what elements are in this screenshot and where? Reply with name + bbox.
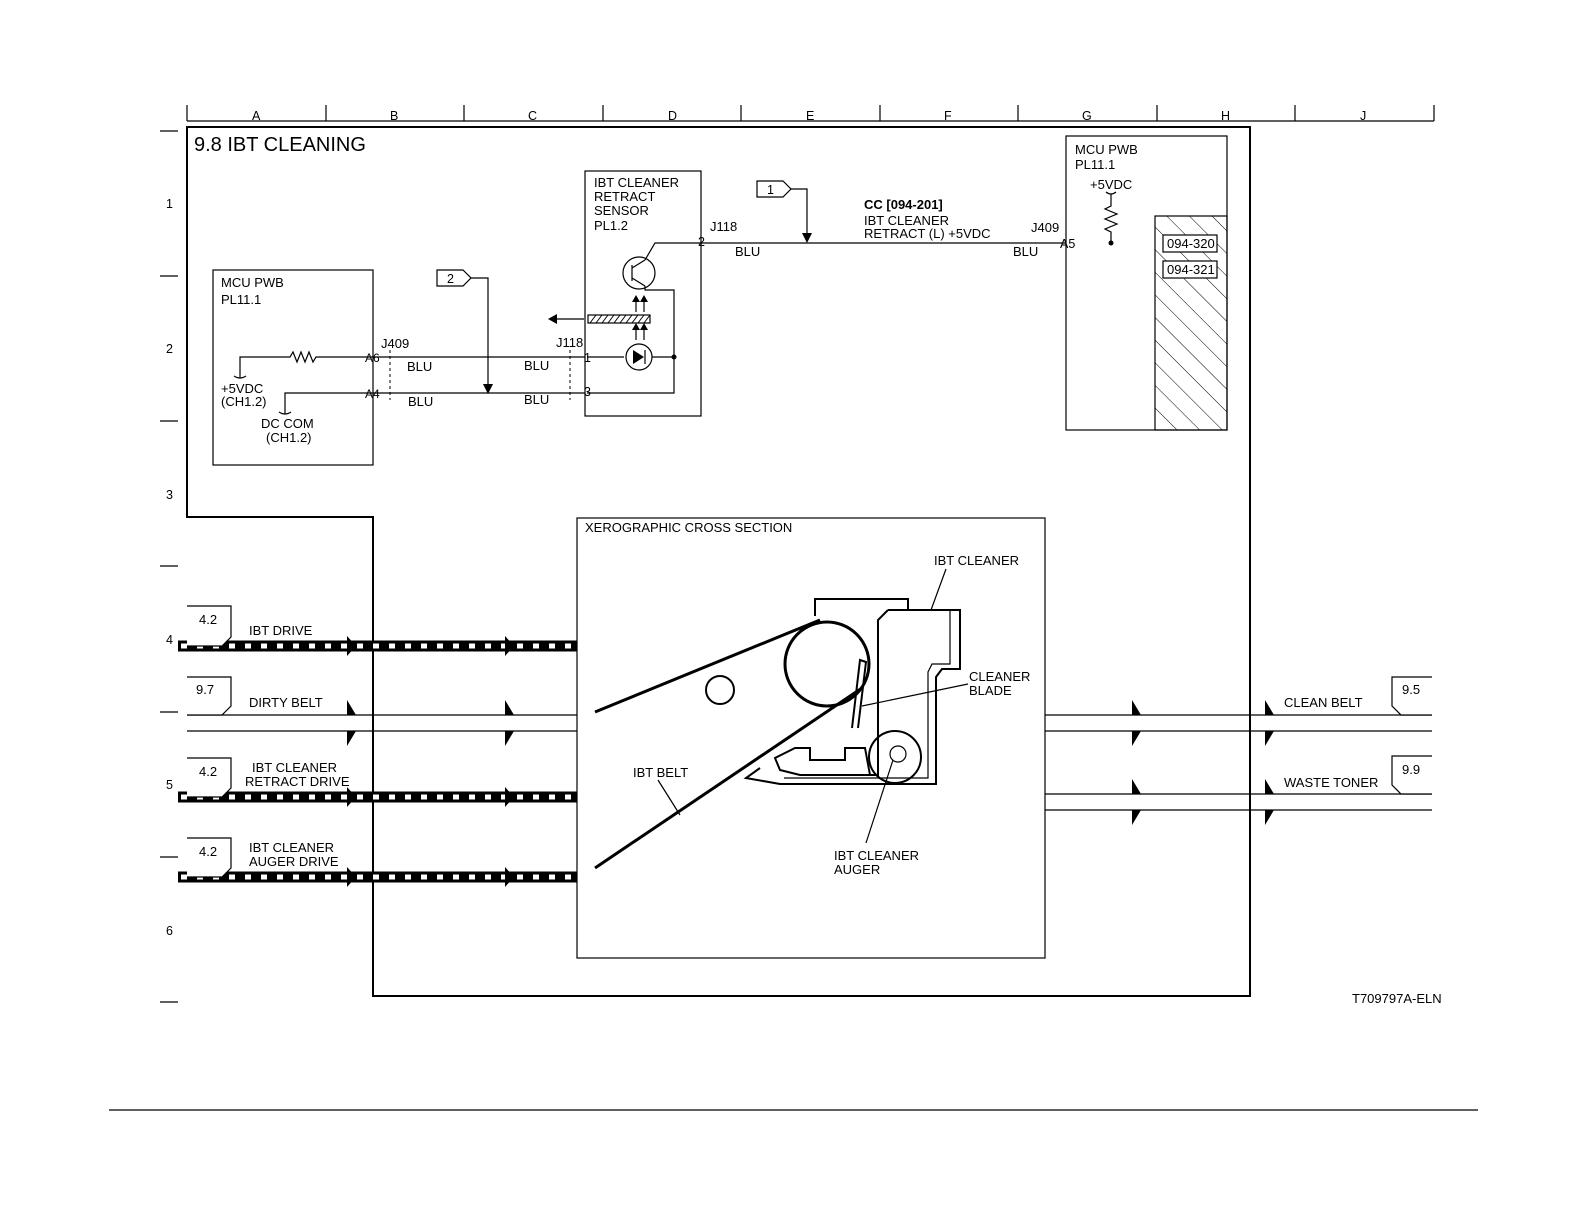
svg-text:RETRACT: RETRACT	[594, 189, 655, 204]
figure-id: T709797A-ELN	[1352, 991, 1442, 1006]
svg-text:(CH1.2): (CH1.2)	[221, 394, 267, 409]
svg-text:+5VDC: +5VDC	[221, 381, 263, 396]
svg-text:J409: J409	[1031, 220, 1059, 235]
grid-row-3: 3	[166, 488, 173, 502]
svg-text:J118: J118	[710, 219, 737, 234]
svg-text:XEROGRAPHIC CROSS SECTION: XEROGRAPHIC CROSS SECTION	[585, 520, 792, 535]
output-ref-waste-toner: 9.9	[1402, 762, 1420, 777]
grid-col-f: F	[944, 109, 952, 123]
svg-text:CLEANER: CLEANER	[969, 669, 1030, 684]
grid-col-j: J	[1360, 109, 1366, 123]
input-ref-auger: 4.2	[199, 844, 217, 859]
input-label-ibt-drive: IBT DRIVE	[249, 623, 313, 638]
page-title: 9.8 IBT CLEANING	[194, 134, 366, 156]
input-ref-retract: 4.2	[199, 764, 217, 779]
svg-text:2: 2	[698, 235, 705, 249]
main-frame	[186, 126, 1251, 997]
output-label-waste-toner: WASTE TONER	[1284, 775, 1378, 790]
wire-label-blu: BLU	[408, 394, 433, 409]
input-label-auger-2: AUGER DRIVE	[249, 854, 339, 869]
grid-rows: 1 2 3 4 5 6	[160, 130, 178, 1003]
input-label-retract-2: RETRACT DRIVE	[245, 774, 350, 789]
input-label-auger-1: IBT CLEANER	[249, 840, 334, 855]
cc-line1: IBT CLEANER	[864, 213, 949, 228]
svg-text:1: 1	[767, 183, 774, 197]
output-label-clean-belt: CLEAN BELT	[1284, 695, 1363, 710]
svg-text:IBT BELT: IBT BELT	[633, 765, 688, 780]
grid-columns: A B C D E F G H J	[186, 105, 1435, 123]
svg-text:MCU PWB: MCU PWB	[221, 275, 284, 290]
grid-row-5: 5	[166, 778, 173, 792]
input-ref-ibt-drive: 4.2	[199, 612, 217, 627]
retract-sensor: IBT CLEANER RETRACT SENSOR PL1.2 J118 J1…	[548, 170, 737, 417]
svg-text:A5: A5	[1060, 237, 1075, 251]
svg-text:1: 1	[584, 351, 591, 365]
input-label-retract-1: IBT CLEANER	[252, 760, 337, 775]
harness-left: BLU BLU BLU BLU	[373, 350, 587, 409]
svg-text:A4: A4	[365, 387, 380, 401]
wire-label-blu: BLU	[524, 392, 549, 407]
svg-text:PL1.2: PL1.2	[594, 218, 628, 233]
flag-1: 1	[756, 180, 812, 243]
grid-col-c: C	[528, 109, 537, 123]
grid-row-1: 1	[166, 197, 173, 211]
input-label-dirty-belt: DIRTY BELT	[249, 695, 323, 710]
wire-label-blu: BLU	[735, 244, 760, 259]
grid-row-6: 6	[166, 924, 173, 938]
svg-text:J409: J409	[381, 336, 409, 351]
grid-col-g: G	[1082, 109, 1092, 123]
dirty-belt-path	[187, 700, 577, 746]
svg-text:AUGER: AUGER	[834, 862, 880, 877]
svg-text:094-321: 094-321	[1167, 262, 1215, 277]
grid-col-e: E	[806, 109, 814, 123]
svg-text:IBT CLEANER: IBT CLEANER	[934, 553, 1019, 568]
flag-2: 2	[436, 269, 493, 394]
svg-text:IBT CLEANER: IBT CLEANER	[834, 848, 919, 863]
svg-text:SENSOR: SENSOR	[594, 203, 649, 218]
right-mcu-pwb: MCU PWB PL11.1 +5VDC J409 A5 094-320 094…	[1031, 135, 1228, 431]
xerographic-cross-section: XEROGRAPHIC CROSS SECTION IBT CLEANER CL…	[576, 517, 1046, 959]
wire-label-blu: BLU	[524, 358, 549, 373]
grid-col-a: A	[252, 109, 261, 123]
svg-text:3: 3	[584, 385, 591, 399]
grid-row-2: 2	[166, 342, 173, 356]
cc-code: CC [094-201]	[864, 197, 943, 212]
wire-label-blu: BLU	[407, 359, 432, 374]
svg-text:DC COM: DC COM	[261, 416, 314, 431]
svg-text:MCU PWB: MCU PWB	[1075, 142, 1138, 157]
wire-label-blu: BLU	[1013, 244, 1038, 259]
input-refs: 4.2 IBT DRIVE 9.7 DIRTY BELT 4.2 IBT CLE…	[187, 605, 350, 878]
svg-text:094-320: 094-320	[1167, 236, 1215, 251]
cc-line2: RETRACT (L) +5VDC	[864, 226, 991, 241]
svg-text:2: 2	[447, 272, 454, 286]
svg-text:(CH1.2): (CH1.2)	[266, 430, 312, 445]
drive-lines	[178, 636, 577, 887]
grid-row-4: 4	[166, 633, 173, 647]
svg-text:BLADE: BLADE	[969, 683, 1012, 698]
svg-text:J118: J118	[556, 335, 583, 350]
output-paths: 9.5 CLEAN BELT 9.9 WASTE TONER	[1045, 676, 1432, 825]
svg-text:IBT CLEANER: IBT CLEANER	[594, 175, 679, 190]
left-mcu-pwb: MCU PWB PL11.1 J409 A6 A4 +5VDC (CH1.2) …	[212, 269, 409, 466]
input-ref-dirty-belt: 9.7	[196, 682, 214, 697]
svg-text:PL11.1: PL11.1	[221, 292, 261, 307]
output-ref-clean-belt: 9.5	[1402, 682, 1420, 697]
grid-col-h: H	[1221, 109, 1230, 123]
svg-text:+5VDC: +5VDC	[1090, 177, 1132, 192]
grid-col-d: D	[668, 109, 677, 123]
svg-text:PL11.1: PL11.1	[1075, 157, 1115, 172]
grid-col-b: B	[390, 109, 398, 123]
svg-text:A6: A6	[365, 351, 380, 365]
